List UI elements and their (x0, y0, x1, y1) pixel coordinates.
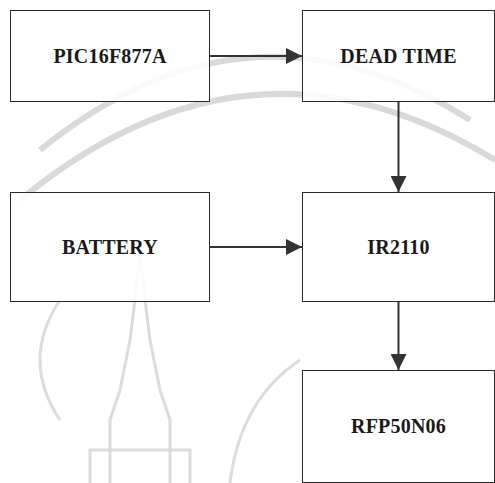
box-label: IR2110 (367, 236, 429, 259)
process-box: DEAD TIME (302, 10, 495, 102)
box-label: PIC16F877A (53, 45, 166, 68)
arrow-connector (210, 246, 302, 248)
process-box: IR2110 (302, 192, 495, 302)
box-label: BATTERY (62, 236, 158, 259)
box-label: DEAD TIME (340, 45, 456, 68)
process-box: PIC16F877A (10, 10, 210, 102)
arrow-connector (398, 302, 400, 370)
arrow-connector (210, 55, 302, 57)
process-box: RFP50N06 (302, 370, 495, 483)
box-label: RFP50N06 (351, 415, 446, 438)
arrow-connector (398, 102, 400, 192)
process-box: BATTERY (10, 192, 210, 302)
